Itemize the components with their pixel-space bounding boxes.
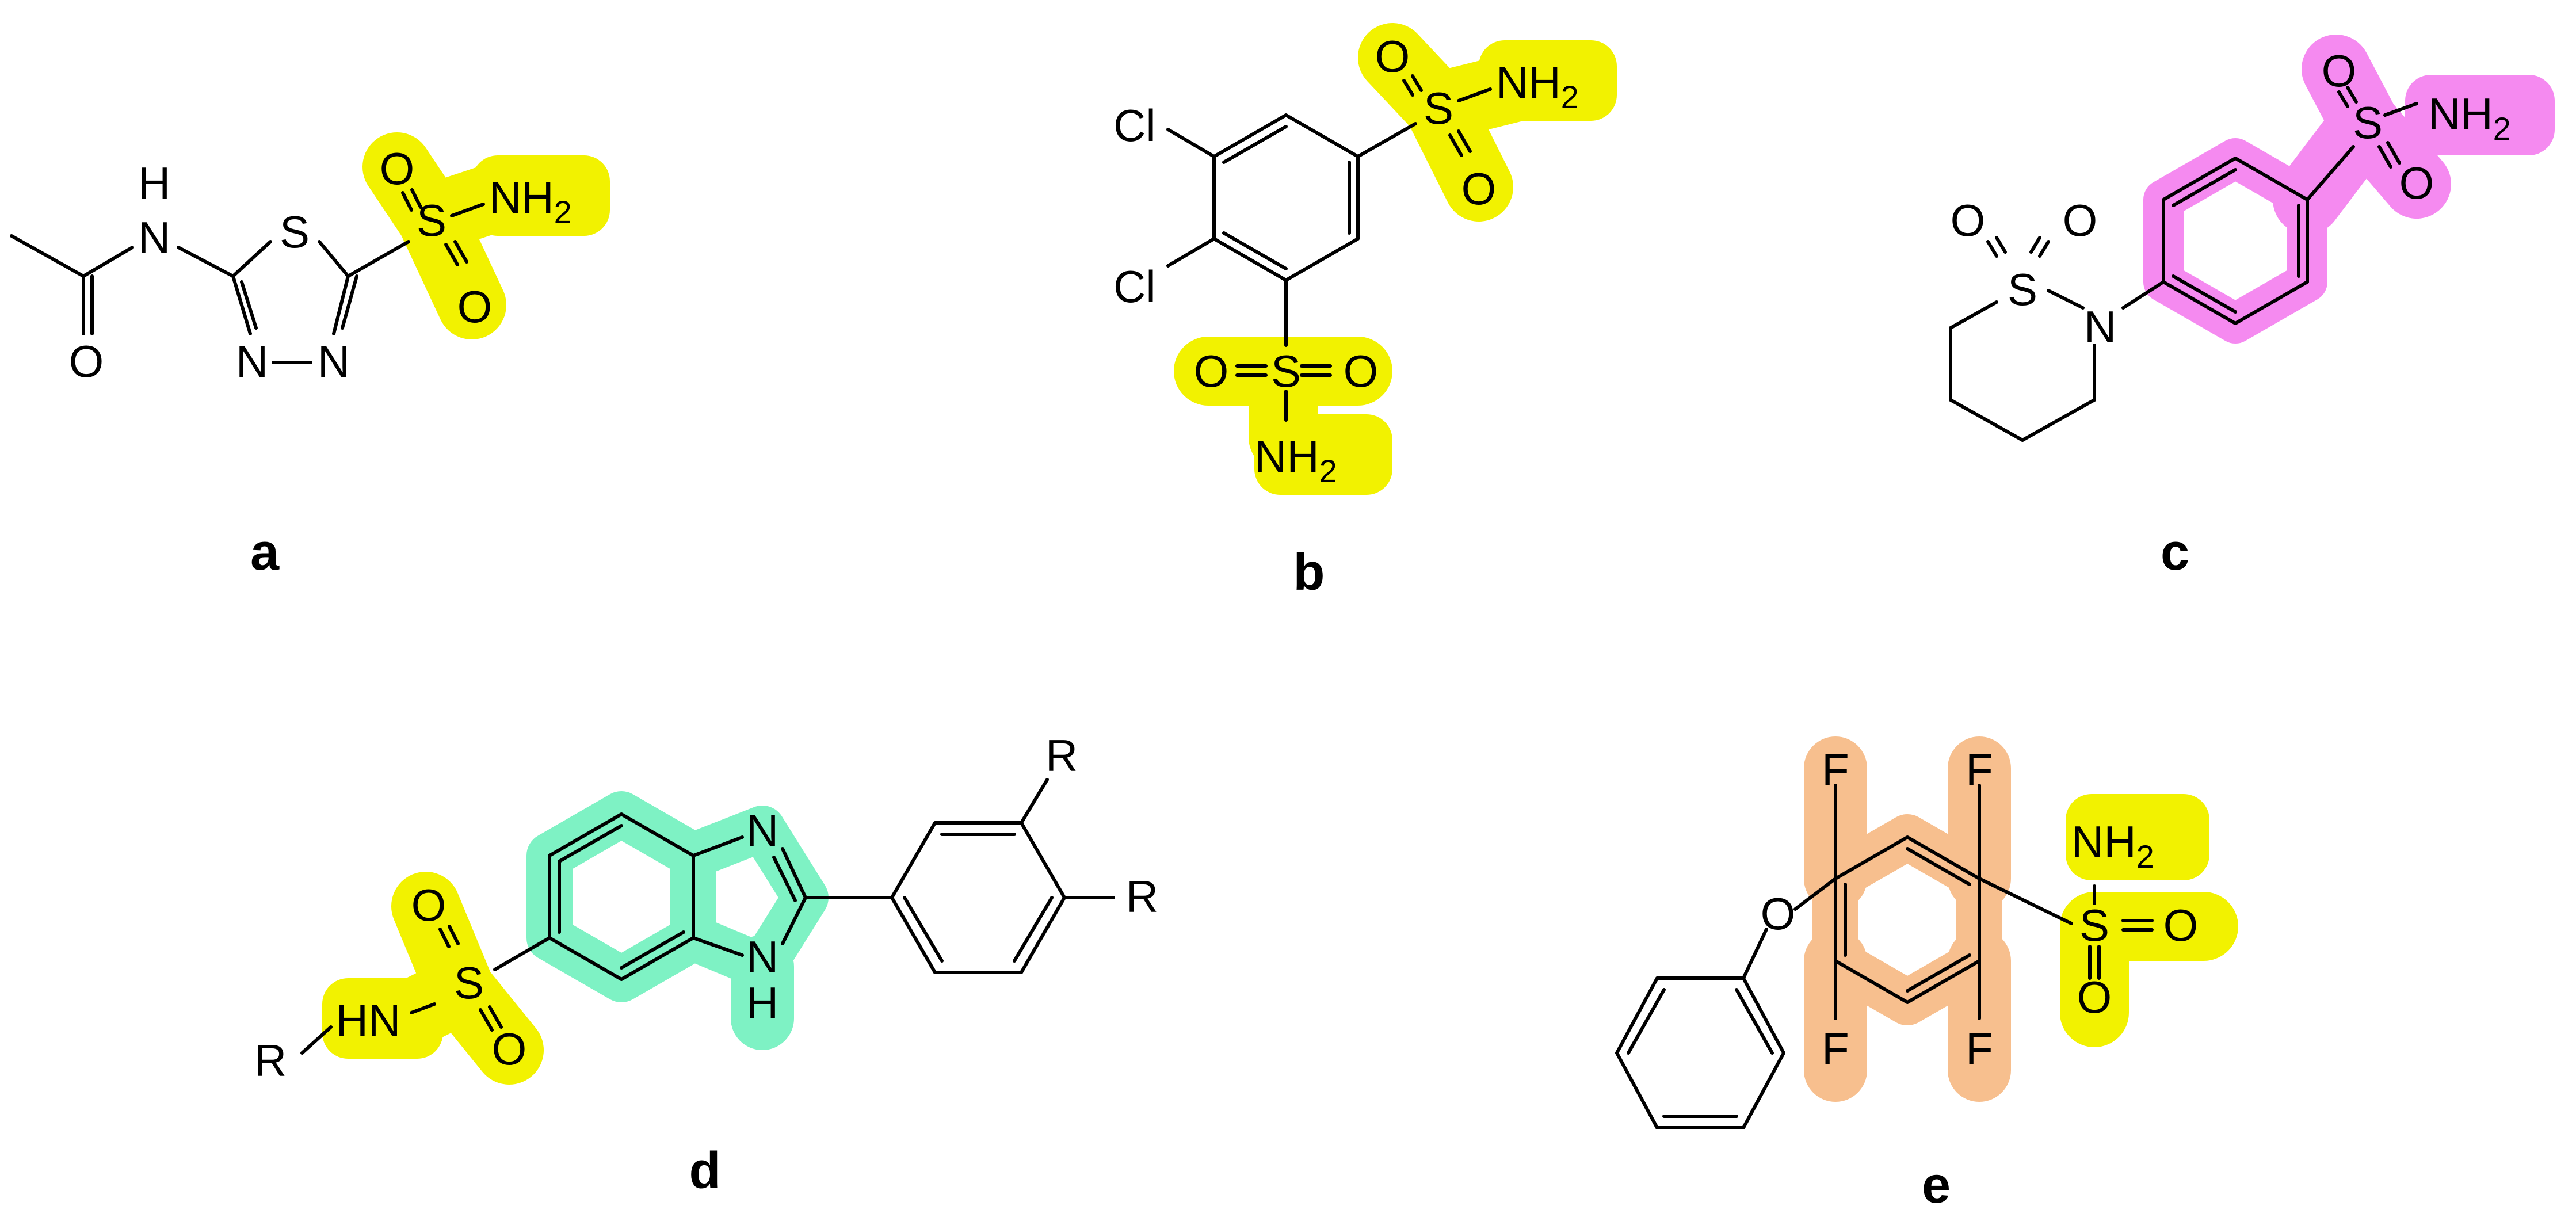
atom-h: H: [138, 158, 170, 208]
atom-o-ring-2: O: [2063, 195, 2098, 246]
bonds-c: [1949, 86, 2418, 442]
atom-s-ring: S: [280, 207, 310, 257]
atom-n: N: [138, 212, 170, 263]
atom-o-1b: O: [1461, 163, 1497, 214]
atom-s-1: S: [1424, 83, 1453, 133]
panel-label-b: b: [1293, 544, 1325, 601]
structure-b: Cl Cl S O O NH2 S O O NH2 b: [1113, 23, 1617, 601]
atom-o-2: O: [492, 1024, 527, 1074]
atom-s-sulfonyl: S: [2353, 97, 2383, 148]
atom-r-3: R: [1126, 871, 1158, 922]
atom-o-sulfonyl-1: O: [2322, 45, 2357, 96]
bonds-b: [1166, 74, 1492, 422]
atom-f-3: F: [1822, 1024, 1849, 1074]
atom-o-2a: O: [1194, 346, 1229, 396]
atom-h-imidazole: H: [746, 978, 778, 1028]
atom-o-sulfonyl-2: O: [457, 281, 493, 332]
atom-n-ring-2: N: [318, 336, 350, 387]
atom-nh2: NH2: [489, 172, 572, 230]
atom-f-4: F: [1966, 1024, 1993, 1074]
panel-label-c: c: [2161, 524, 2189, 581]
atom-s: S: [2079, 900, 2109, 951]
atom-s-2: S: [1271, 346, 1301, 396]
atom-s: S: [454, 957, 484, 1008]
bonds-d: [300, 778, 1115, 1055]
atom-nh2: NH2: [2428, 89, 2511, 147]
atom-n-ring-1: N: [236, 336, 268, 387]
sulfonamide-highlight-e: [2060, 794, 2238, 1047]
structure-c: S O O N S O O NH2 c: [1949, 35, 2555, 581]
bonds-a: [10, 188, 485, 364]
atom-r-1: R: [254, 1035, 287, 1086]
atom-n-imidazole: N: [746, 805, 778, 856]
atom-o-ether: O: [1761, 888, 1796, 939]
atom-nh2-1: NH2: [1496, 57, 1579, 115]
structure-a: N H O S N N S O O NH2 a: [10, 132, 610, 581]
panel-label-a: a: [250, 524, 280, 581]
bonds-e: [1615, 784, 2154, 1129]
atom-o-2: O: [2077, 972, 2112, 1022]
atom-f-1: F: [1822, 745, 1849, 795]
sulfonamide-highlight-b: [1174, 23, 1617, 495]
atom-cl-2: Cl: [1113, 261, 1156, 312]
atom-nh2: NH2: [2071, 816, 2154, 875]
atom-s-ring: S: [2008, 264, 2037, 315]
sulfonamide-highlight-a: [362, 132, 610, 339]
atom-o-1a: O: [1375, 31, 1410, 82]
atom-r-2: R: [1045, 730, 1078, 781]
structure-d: R HN S O O N N H R R d: [254, 730, 1158, 1200]
atom-o-sulfonyl-1: O: [380, 143, 415, 194]
atom-nh2-2: NH2: [1254, 431, 1337, 489]
atom-o-1: O: [2163, 900, 2199, 951]
atom-o-1: O: [411, 880, 446, 930]
atom-hn: HN: [336, 995, 401, 1045]
atom-nh-imidazole: N: [746, 932, 778, 982]
atom-n: N: [2084, 302, 2116, 352]
atom-o-sulfonyl-2: O: [2399, 158, 2434, 208]
tetrafluorophenyl-highlight-e: [1804, 736, 2011, 1102]
atom-o-2b: O: [1344, 346, 1379, 396]
atom-s-sulfonyl: S: [417, 195, 446, 246]
atom-cl-1: Cl: [1113, 100, 1156, 151]
panel-label-d: d: [689, 1142, 721, 1200]
panel-label-e: e: [1922, 1157, 1951, 1214]
atom-f-2: F: [1966, 745, 1993, 795]
structure-e: O F F F F S O O NH2 e: [1615, 736, 2238, 1214]
atom-o-ring-1: O: [1951, 195, 1986, 246]
atom-o: O: [69, 336, 104, 387]
